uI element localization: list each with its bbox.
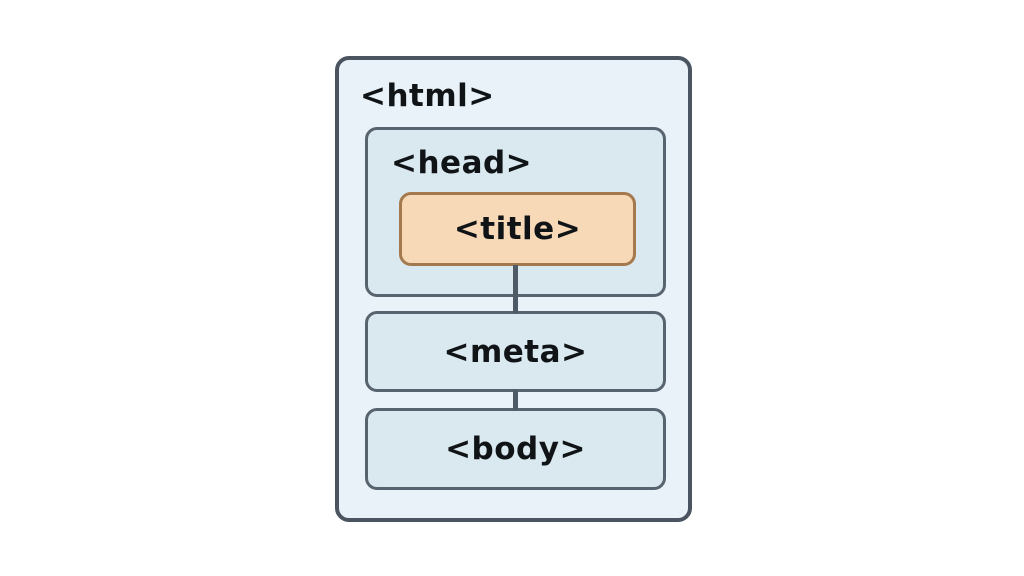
node-head-label: <head> (391, 145, 533, 181)
node-meta: <meta> (365, 311, 666, 392)
node-meta-label: <meta> (443, 333, 588, 370)
connector-title-to-meta (513, 265, 518, 313)
connector-meta-to-body (513, 390, 518, 410)
node-title: <title> (399, 192, 636, 266)
node-body-label: <body> (445, 431, 586, 467)
node-html: <html> <head> <title> <meta> <body> (335, 56, 692, 522)
node-html-label: <html> (360, 78, 495, 114)
node-head: <head> <title> (365, 127, 666, 297)
node-body: <body> (365, 408, 666, 490)
node-title-label: <title> (453, 211, 582, 247)
